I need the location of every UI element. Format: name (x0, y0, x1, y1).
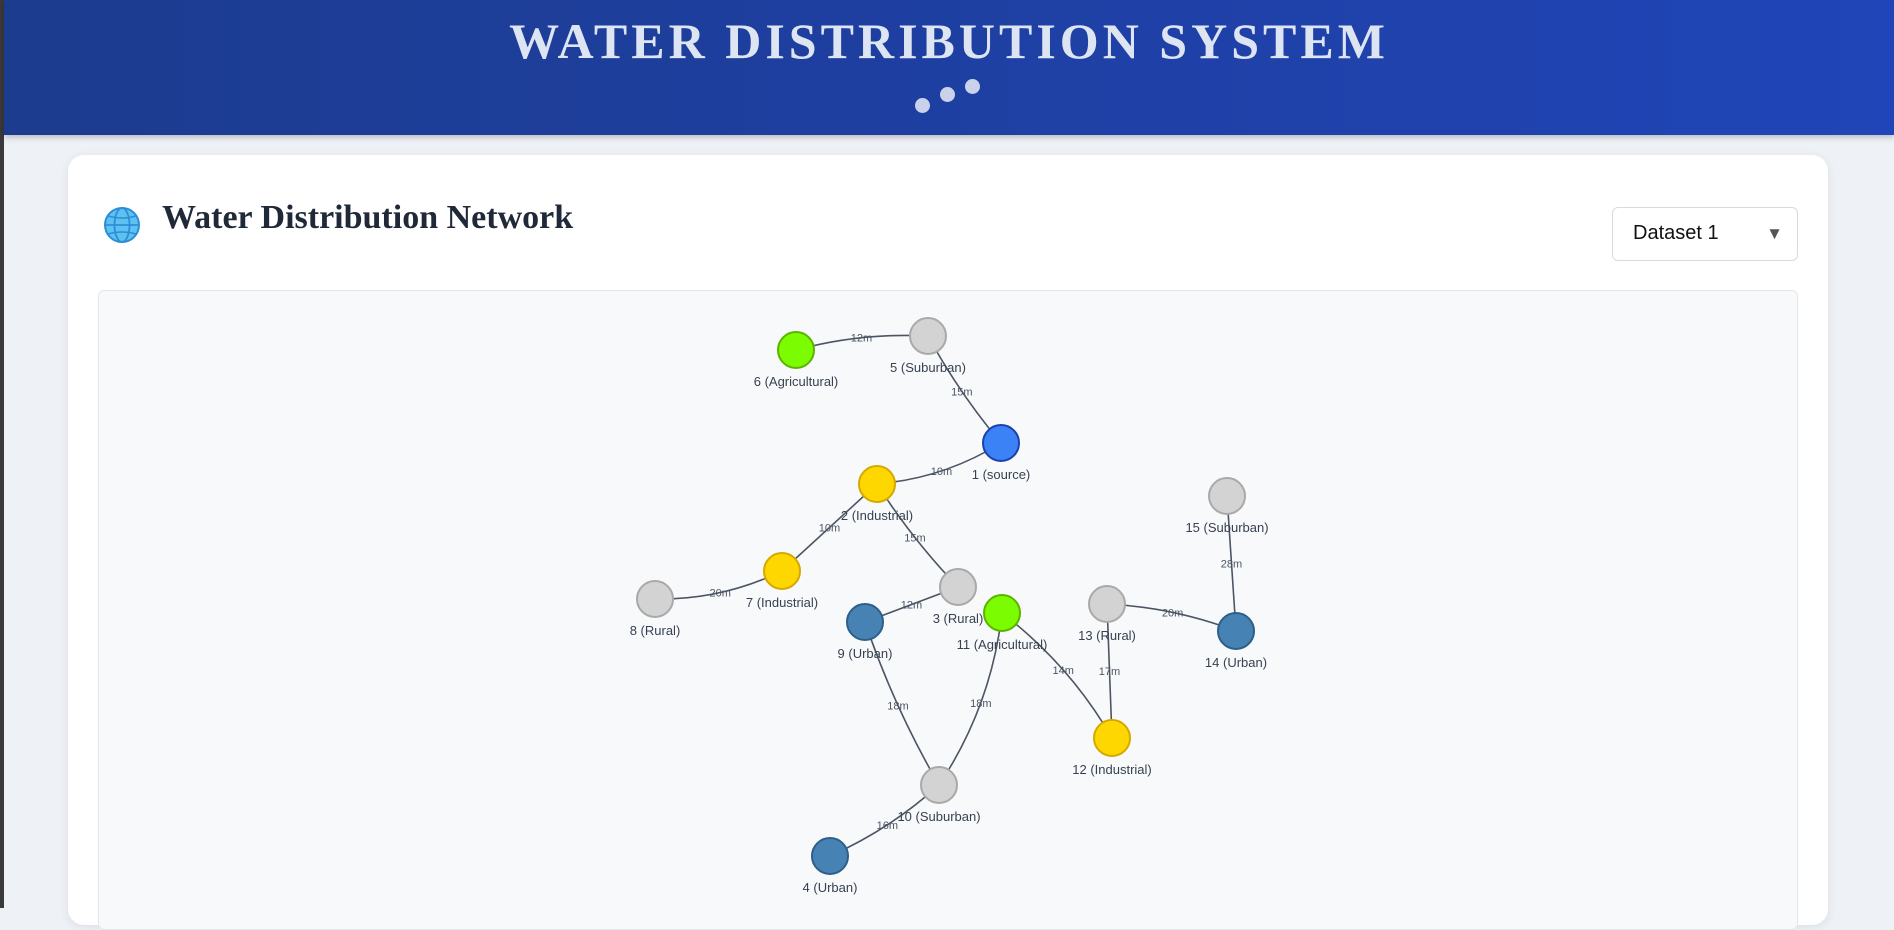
edge-label: 20m (709, 588, 730, 600)
node-label: 13 (Rural) (1078, 628, 1136, 643)
edge-label: 17m (1099, 666, 1120, 678)
window-edge (0, 0, 4, 908)
node-label: 3 (Rural) (933, 611, 984, 626)
node-label: 8 (Rural) (630, 623, 681, 638)
node-circle[interactable] (636, 580, 674, 618)
node-circle[interactable] (811, 837, 849, 875)
network-node-8[interactable]: 8 (Rural) (630, 580, 681, 638)
card-title: Water Distribution Network (162, 199, 574, 236)
node-circle[interactable] (920, 766, 958, 804)
network-edge-11-10 (938, 612, 1003, 786)
edge-label: 28m (1221, 559, 1242, 571)
node-label: 11 (Agricultural) (957, 637, 1048, 652)
edge-label: 15m (951, 386, 972, 398)
network-card: Water Distribution Network Dataset 1 ▼ 1… (68, 155, 1828, 930)
edge-label: 18m (887, 700, 908, 712)
network-node-6[interactable]: 6 (Agricultural) (754, 331, 839, 389)
node-circle[interactable] (1093, 719, 1131, 757)
network-node-10[interactable]: 10 (Suburban) (897, 766, 981, 824)
globe-icon (104, 207, 140, 243)
node-label: 4 (Urban) (803, 880, 858, 895)
node-label: 9 (Urban) (838, 646, 893, 661)
edge-label: 15m (904, 533, 925, 545)
network-node-11[interactable]: 11 (Agricultural) (957, 594, 1048, 652)
node-label: 14 (Urban) (1205, 655, 1267, 670)
bubble-decoration (940, 87, 955, 102)
node-circle[interactable] (939, 568, 977, 606)
network-node-2[interactable]: 2 (Industrial) (841, 465, 913, 523)
edge-label: 14m (1053, 665, 1074, 677)
node-label: 7 (Industrial) (746, 595, 818, 610)
network-node-4[interactable]: 4 (Urban) (803, 837, 858, 895)
node-circle[interactable] (777, 331, 815, 369)
network-node-13[interactable]: 13 (Rural) (1078, 585, 1136, 643)
edge-label: 10m (931, 466, 952, 478)
edge-label: 18m (970, 698, 991, 710)
dataset-select-value: Dataset 1 (1633, 222, 1719, 244)
node-label: 5 (Suburban) (890, 360, 966, 375)
network-edge-11-12 (1001, 612, 1113, 739)
node-circle[interactable] (858, 465, 896, 503)
dataset-select[interactable]: Dataset 1 ▼ (1612, 207, 1798, 261)
network-graph[interactable]: 12m 15m 10m 10m 15m 20m 12m 18m 18m 16m 14m 17m 20m 2… (98, 290, 1798, 930)
bubble-decoration (965, 79, 980, 94)
network-node-15[interactable]: 15 (Suburban) (1185, 477, 1269, 535)
network-node-3[interactable]: 3 (Rural) (933, 568, 984, 626)
node-label: 2 (Industrial) (841, 508, 913, 523)
network-svg[interactable]: 12m 15m 10m 10m 15m 20m 12m 18m 18m 16m 14m 17m 20m 2… (99, 291, 1798, 930)
node-circle[interactable] (983, 594, 1021, 632)
node-label: 12 (Industrial) (1072, 762, 1151, 777)
edge-label: 12m (851, 333, 872, 345)
edge-label: 12m (901, 600, 922, 612)
node-circle[interactable] (1208, 477, 1246, 515)
chevron-down-icon: ▼ (1766, 224, 1783, 243)
node-circle[interactable] (1217, 612, 1255, 650)
network-node-7[interactable]: 7 (Industrial) (746, 552, 818, 610)
node-circle[interactable] (909, 317, 947, 355)
edge-label: 16m (877, 820, 898, 832)
edge-label: 20m (1162, 607, 1183, 619)
network-node-9[interactable]: 9 (Urban) (838, 603, 893, 661)
node-label: 1 (source) (972, 467, 1031, 482)
network-node-1[interactable]: 1 (source) (972, 424, 1031, 482)
edge-label: 10m (819, 523, 840, 535)
node-circle[interactable] (982, 424, 1020, 462)
network-edge-9-10 (864, 621, 940, 786)
node-label: 10 (Suburban) (897, 809, 980, 824)
node-label: 15 (Suburban) (1185, 520, 1268, 535)
node-circle[interactable] (763, 552, 801, 590)
bubble-decoration (915, 98, 930, 113)
node-circle[interactable] (846, 603, 884, 641)
network-node-5[interactable]: 5 (Suburban) (890, 317, 966, 375)
node-circle[interactable] (1088, 585, 1126, 623)
header-title: WATER DISTRIBUTION SYSTEM (509, 13, 1389, 69)
node-label: 6 (Agricultural) (754, 374, 839, 389)
network-node-14[interactable]: 14 (Urban) (1205, 612, 1267, 670)
network-node-12[interactable]: 12 (Industrial) (1072, 719, 1152, 777)
page-header: WATER DISTRIBUTION SYSTEM (4, 0, 1894, 135)
